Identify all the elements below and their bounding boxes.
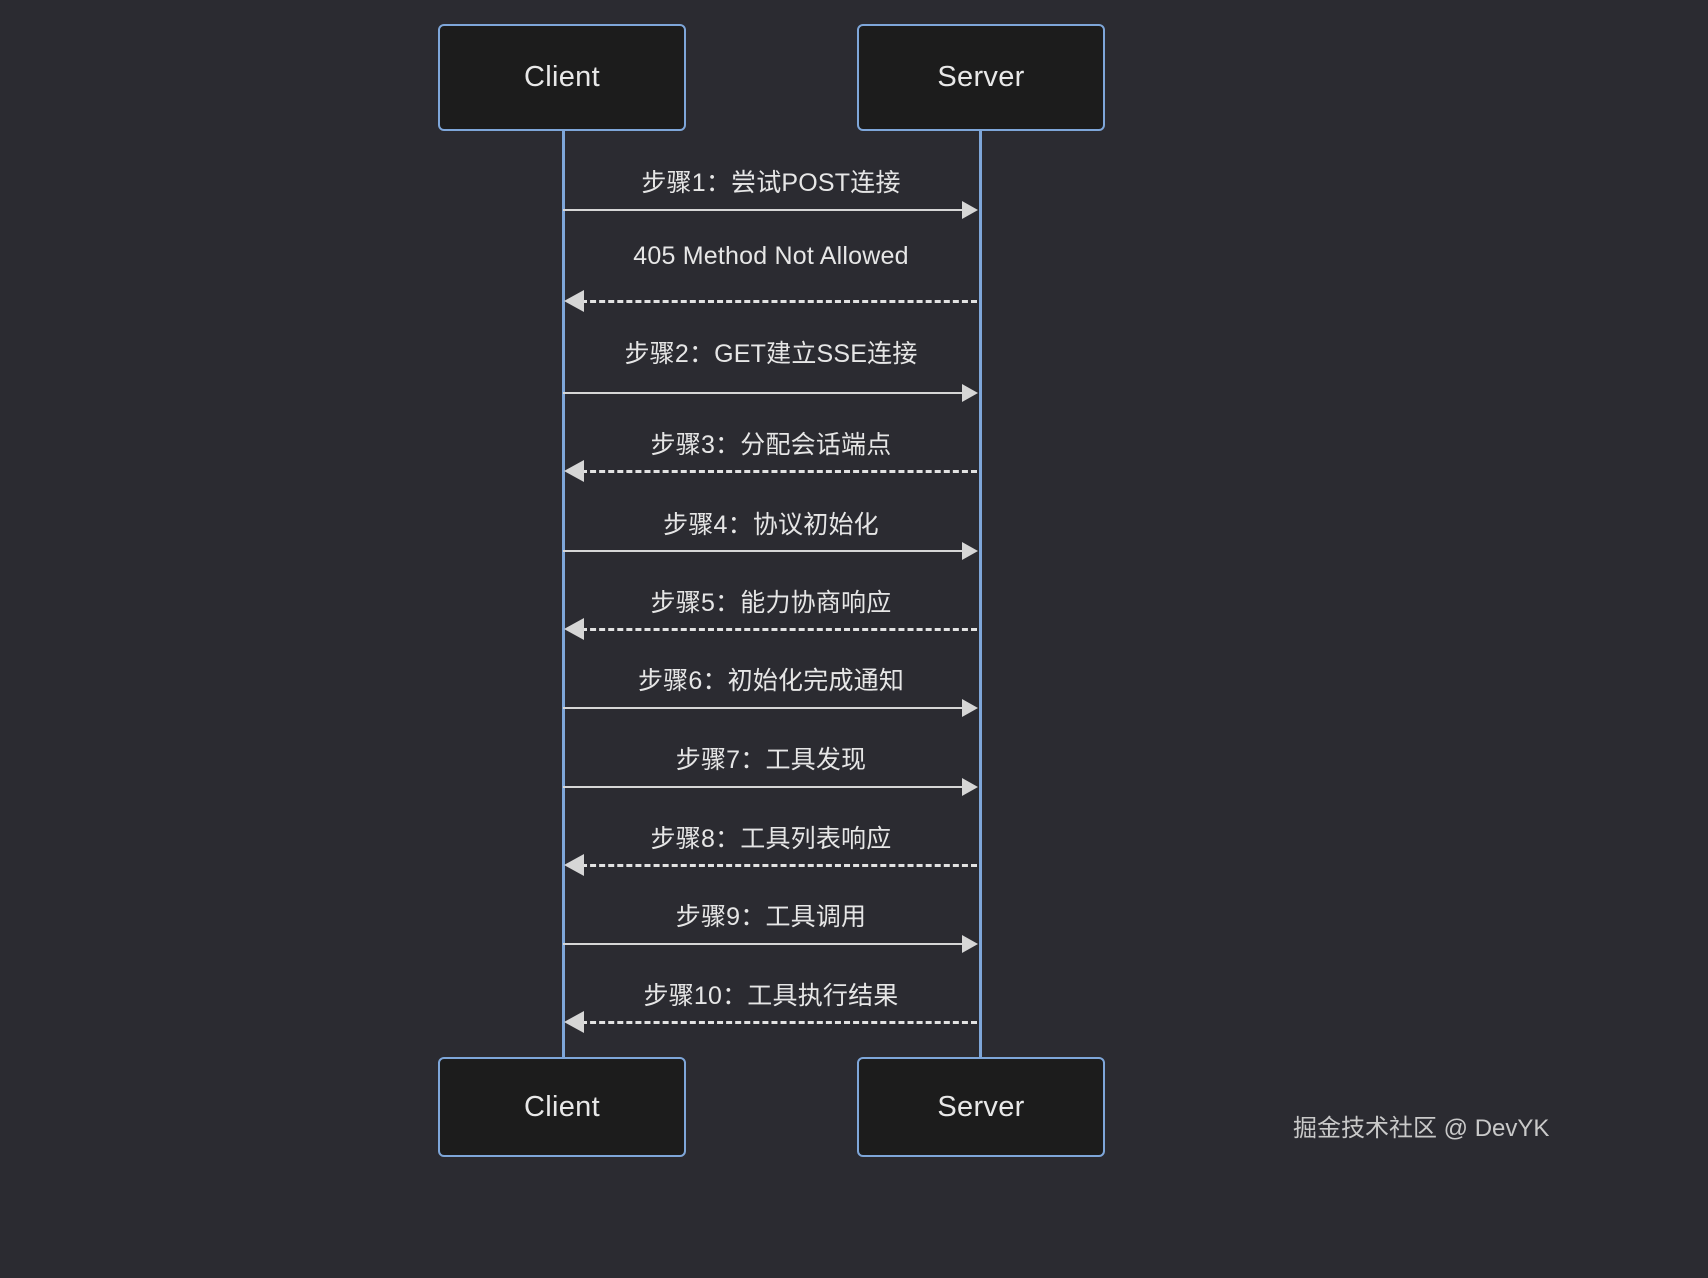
message-line-4 xyxy=(581,470,977,473)
actor-box-client-bottom[interactable]: Client xyxy=(438,1057,686,1157)
arrow-head-right-1 xyxy=(962,201,978,219)
message-label-10: 步骤9：工具调用 xyxy=(675,903,867,931)
arrow-head-left-2 xyxy=(564,290,584,312)
message-line-2 xyxy=(581,300,977,303)
arrow-head-right-8 xyxy=(962,778,978,796)
actor-box-server-bottom[interactable]: Server xyxy=(857,1057,1105,1157)
lifeline-server xyxy=(979,131,982,1057)
message-label-8: 步骤7：工具发现 xyxy=(675,746,867,774)
message-label-9: 步骤8：工具列表响应 xyxy=(650,825,892,853)
arrow-head-right-7 xyxy=(962,699,978,717)
message-label-1: 步骤1：尝试POST连接 xyxy=(641,169,901,197)
message-line-1 xyxy=(563,209,963,211)
arrow-head-left-6 xyxy=(564,618,584,640)
actor-label-server-top: Server xyxy=(937,61,1025,93)
actor-box-client-top[interactable]: Client xyxy=(438,24,686,131)
message-line-11 xyxy=(581,1021,977,1024)
message-label-5: 步骤4：协议初始化 xyxy=(663,511,879,539)
message-label-2: 405 Method Not Allowed xyxy=(633,242,909,270)
arrow-head-right-5 xyxy=(962,542,978,560)
message-label-3: 步骤2：GET建立SSE连接 xyxy=(624,340,918,368)
message-line-6 xyxy=(581,628,977,631)
actor-label-client-bottom: Client xyxy=(524,1090,600,1123)
message-line-9 xyxy=(581,864,977,867)
arrow-head-left-9 xyxy=(564,854,584,876)
message-label-4: 步骤3：分配会话端点 xyxy=(650,431,892,459)
actor-label-client-top: Client xyxy=(524,61,600,93)
message-label-6: 步骤5：能力协商响应 xyxy=(650,589,892,617)
message-label-7: 步骤6：初始化完成通知 xyxy=(637,667,905,695)
arrow-head-left-11 xyxy=(564,1011,584,1033)
message-line-3 xyxy=(563,392,963,394)
actor-box-server-top[interactable]: Server xyxy=(857,24,1105,131)
actor-label-server-bottom: Server xyxy=(937,1090,1025,1123)
message-line-10 xyxy=(563,943,963,945)
lifeline-client xyxy=(562,131,565,1057)
message-line-8 xyxy=(563,786,963,788)
arrow-head-left-4 xyxy=(564,460,584,482)
arrow-head-right-10 xyxy=(962,935,978,953)
message-label-11: 步骤10：工具执行结果 xyxy=(643,982,899,1010)
watermark-text: 掘金技术社区 @ DevYK xyxy=(1293,1115,1550,1142)
arrow-head-right-3 xyxy=(962,384,978,402)
message-line-5 xyxy=(563,550,963,552)
message-line-7 xyxy=(563,707,963,709)
